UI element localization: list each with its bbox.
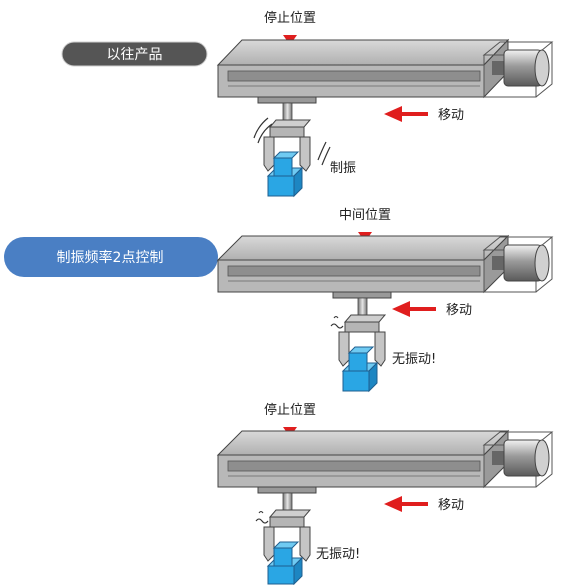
previous-product-label: 以往产品: [107, 47, 163, 63]
no-vibration-label: 无振动!: [392, 352, 436, 367]
workpiece: [266, 541, 304, 585]
linear-actuator: [216, 234, 554, 294]
workpiece: [341, 346, 379, 393]
panel-middle-position: 中间位置: [216, 208, 554, 393]
vibration-lines-icon: [253, 117, 331, 166]
gripper-assembly: [332, 291, 392, 367]
move-arrow-icon: [384, 496, 428, 512]
move-label: 移动: [446, 303, 472, 318]
no-vibration-label: 无振动!: [316, 547, 360, 562]
motor-icon: [492, 244, 550, 282]
panel-stop-position: 停止位置: [216, 402, 554, 585]
move-label: 移动: [438, 498, 464, 513]
middle-position-label: 中间位置: [339, 208, 391, 223]
move-arrow-icon: [384, 106, 428, 122]
workpiece: [266, 151, 304, 198]
feature-label: 制振频率2点控制: [57, 249, 164, 266]
gripper-assembly: [257, 96, 317, 172]
previous-product-badge: 以往产品: [61, 41, 208, 67]
vibration-label: 制振: [330, 161, 356, 176]
stop-position-label: 停止位置: [264, 10, 316, 26]
motor-icon: [492, 49, 550, 87]
motor-icon: [492, 439, 550, 477]
move-arrow-icon: [392, 301, 436, 317]
small-vibration-icon: [255, 510, 269, 524]
small-vibration-icon: [330, 315, 344, 329]
move-label: 移动: [438, 108, 464, 123]
stop-position-label: 停止位置: [264, 402, 316, 418]
feature-badge: 制振频率2点控制: [4, 237, 218, 277]
gripper-assembly: [257, 486, 317, 562]
panel-previous-product: 停止位置: [216, 10, 554, 198]
